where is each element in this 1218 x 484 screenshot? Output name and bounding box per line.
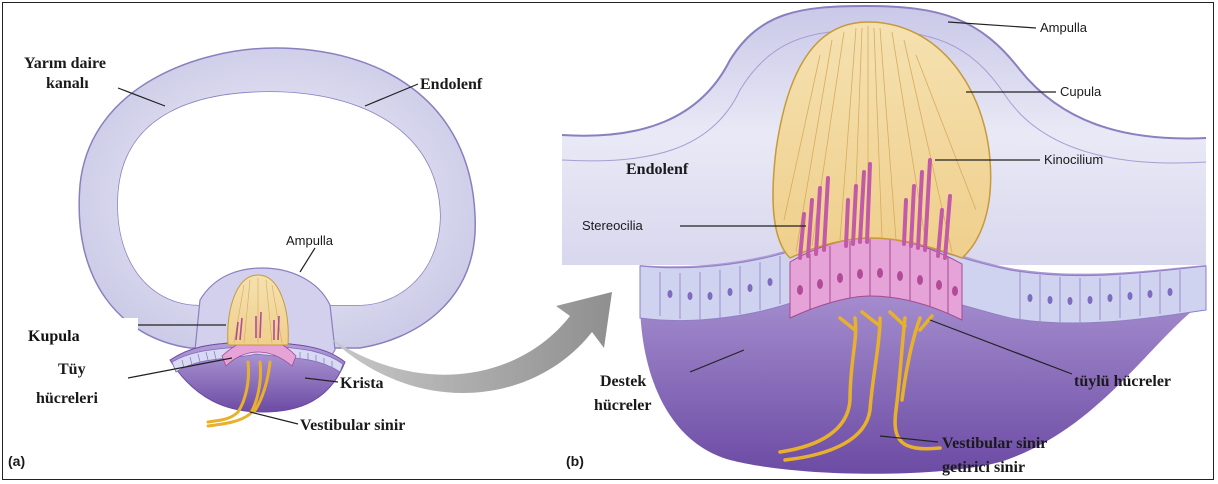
panel-a: Yarım daire kanalı Endolenf Ampulla Tüy … xyxy=(8,48,483,469)
label-support-cells-b-1: Destek xyxy=(600,373,646,390)
label-vestibular-nerve-a: Vestibular sinir xyxy=(300,417,405,434)
panel-b: Ampulla Cupula Kinocilium Endolenf Stere… xyxy=(562,6,1206,476)
label-crista-a: Krista xyxy=(340,375,384,392)
label-endolymph-a: Endolenf xyxy=(420,76,483,93)
label-hair-cells-a-2: hücreleri xyxy=(36,390,98,407)
label-vestibular-nerve-b-2: getirici sinir xyxy=(942,459,1025,476)
label-cupula-a: Kupula xyxy=(6,318,138,356)
label-ampulla-b: Ampulla xyxy=(1040,20,1088,35)
label-vestibular-nerve-b-1: Vestibular sinir xyxy=(942,435,1047,452)
label-hair-cells-a-1: Tüy xyxy=(58,361,86,378)
label-support-cells-b-2: hücreler xyxy=(594,397,651,414)
label-ampulla-a: Ampulla xyxy=(286,233,334,248)
label-semicircular-canal-1: Yarım daire xyxy=(24,55,106,72)
label-cupula-b: Cupula xyxy=(1060,84,1102,99)
panel-label-a: (a) xyxy=(8,453,25,469)
label-semicircular-canal-2: kanalı xyxy=(46,75,89,92)
panel-label-b: (b) xyxy=(566,453,584,469)
label-hair-cells-b: tüylü hücreler xyxy=(1074,373,1171,390)
label-kinocilium-b: Kinocilium xyxy=(1044,152,1103,167)
label-endolymph-b: Endolenf xyxy=(626,161,689,178)
leader-nerve-a xyxy=(250,412,298,424)
label-stereocilia-b: Stereocilia xyxy=(582,218,643,233)
